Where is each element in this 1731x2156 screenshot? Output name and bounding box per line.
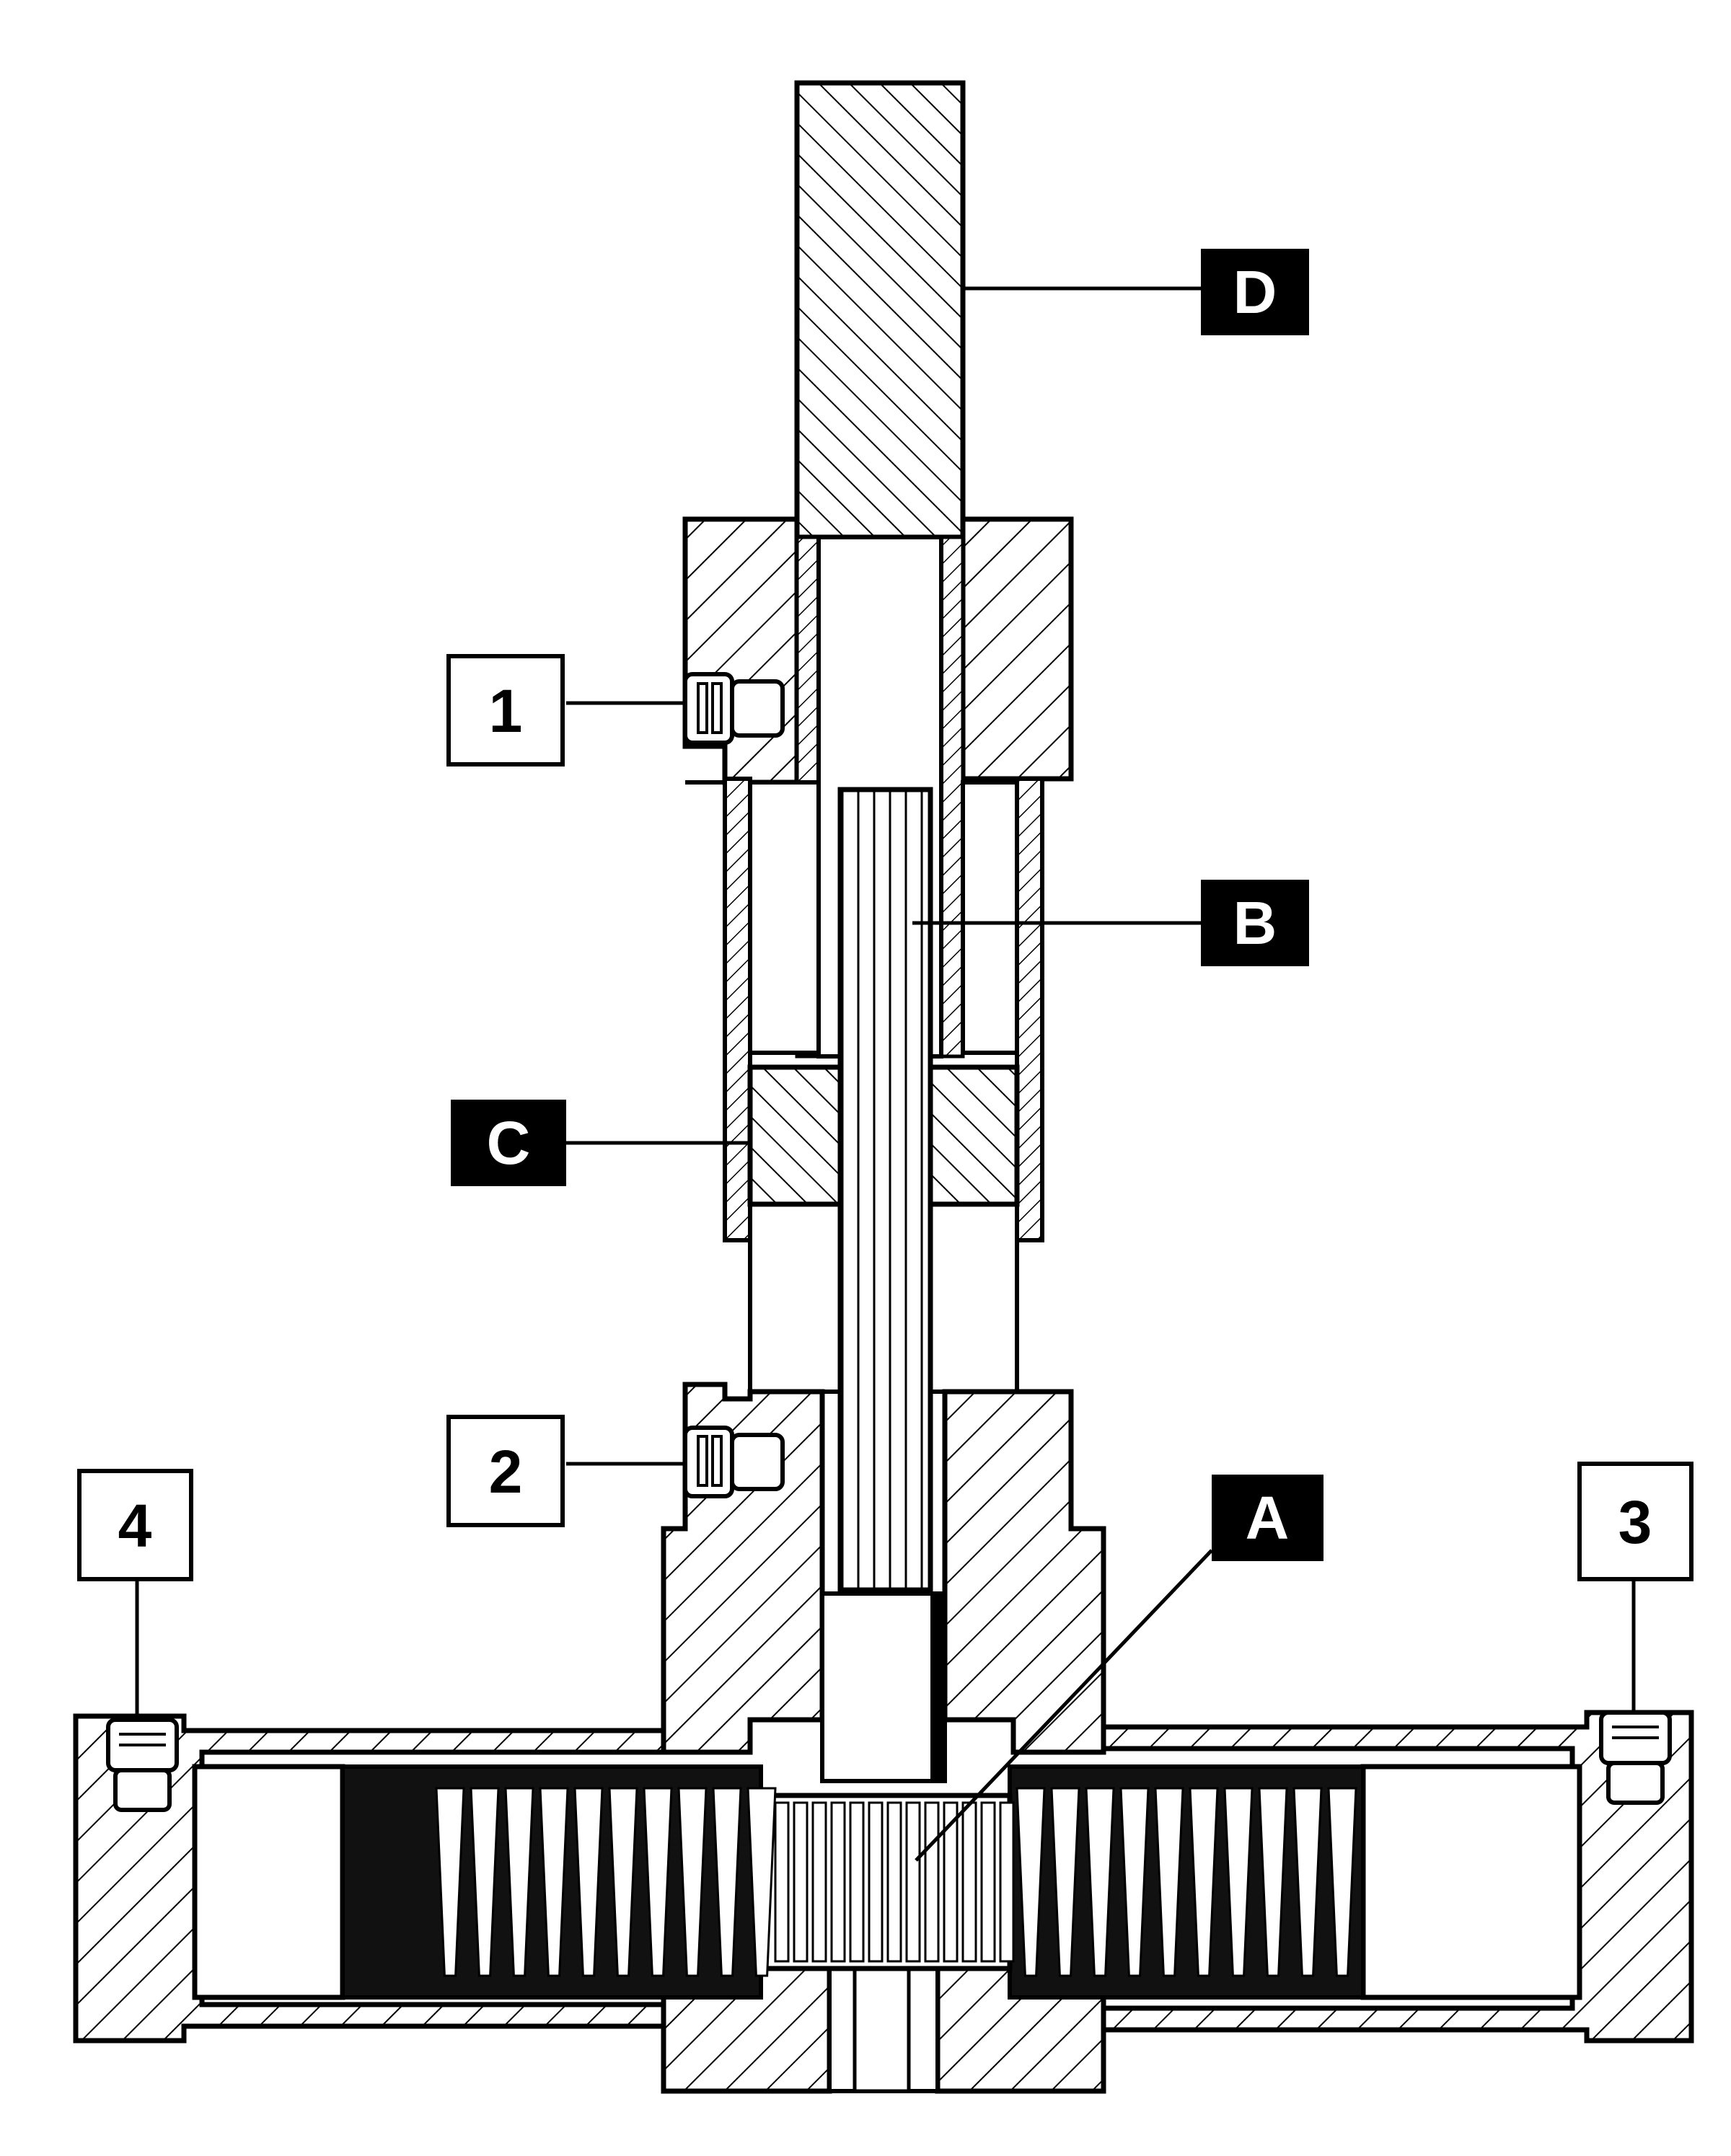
svg-text:A: A [1246, 1484, 1290, 1552]
port-fitting-1 [683, 672, 785, 745]
label-B: B [1201, 880, 1309, 966]
label-4: 4 [77, 1469, 193, 1581]
label-1: 1 [446, 654, 565, 766]
svg-text:3: 3 [1618, 1488, 1652, 1556]
port-fitting-2 [683, 1426, 785, 1498]
rack-teeth [435, 1787, 1357, 1977]
leader-lines [135, 286, 1636, 1862]
svg-text:4: 4 [118, 1492, 152, 1560]
svg-text:C: C [487, 1109, 531, 1177]
label-2: 2 [446, 1415, 565, 1527]
label-C: C [451, 1100, 566, 1186]
splined-shaft [837, 787, 933, 1593]
port-fitting-4 [106, 1718, 179, 1812]
label-3: 3 [1577, 1462, 1693, 1581]
svg-text:B: B [1233, 889, 1277, 957]
pinion-teeth [774, 1801, 1015, 1963]
svg-text:1: 1 [489, 677, 523, 745]
top-shaft [794, 80, 966, 540]
label-A: A [1212, 1475, 1323, 1561]
svg-text:2: 2 [489, 1438, 523, 1506]
port-fitting-3 [1599, 1710, 1672, 1805]
svg-text:D: D [1233, 258, 1277, 326]
label-D: D [1201, 249, 1309, 335]
